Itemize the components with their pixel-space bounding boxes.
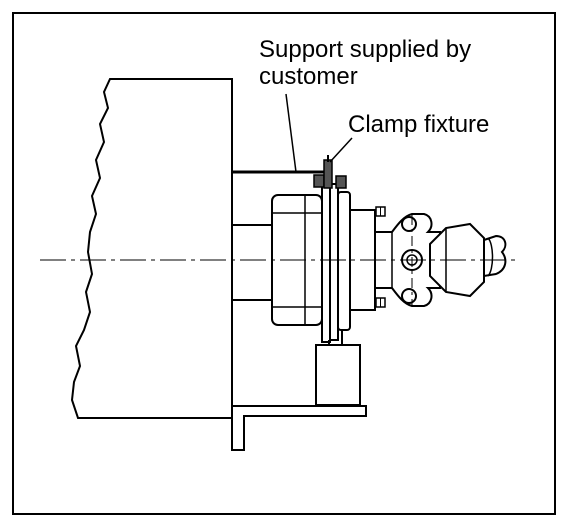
label-clamp-fixture: Clamp fixture [348, 111, 490, 138]
shaft-housing [231, 224, 275, 301]
drive-shaft [483, 234, 507, 278]
yoke-ear [401, 216, 417, 232]
sensor-box [315, 344, 361, 406]
machine-body [70, 78, 233, 419]
shaft-break [487, 237, 494, 277]
clamp-plate [329, 183, 339, 341]
torque-disc [337, 191, 351, 331]
label-support-line1: Support supplied by [259, 36, 472, 63]
leader-support [285, 93, 297, 173]
angle-bracket [231, 405, 367, 451]
label-support-line2: customer [259, 63, 358, 90]
clamp-fixture [335, 175, 347, 189]
yoke-ear [401, 288, 417, 304]
clamp-fixture [323, 159, 333, 189]
clamp-plate [321, 181, 331, 343]
leader-clamp [329, 137, 353, 163]
drawing-frame [12, 12, 556, 515]
clamp-fixture [313, 174, 325, 188]
